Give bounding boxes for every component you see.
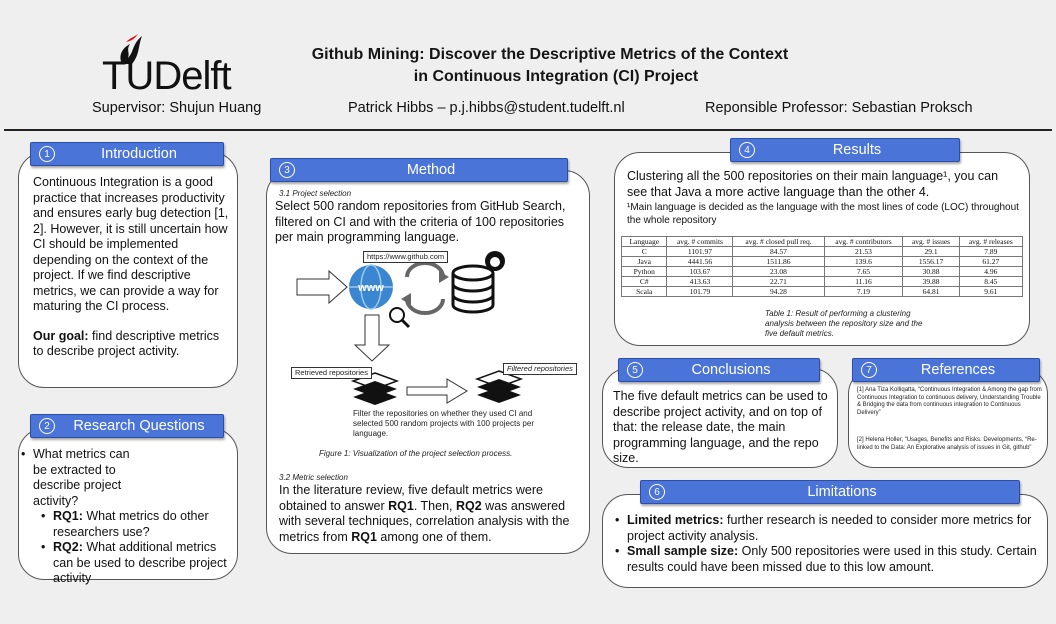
magnifier-icon xyxy=(389,307,405,323)
limitations-panel: Limited metrics: further research is nee… xyxy=(602,494,1048,588)
method-text2: In the literature review, five default m… xyxy=(279,483,570,544)
supervisor: Supervisor: Shujun Huang xyxy=(92,100,262,116)
reference-1: [1] Ana Tiza Kolliqatta, “Continuous Int… xyxy=(857,387,1042,416)
limitation-item: Small sample size: Only 500 repositories… xyxy=(615,544,1041,575)
www-label: www xyxy=(357,282,384,294)
method-sub2: 3.2 Metric selection xyxy=(279,473,348,482)
references-panel: [1] Ana Tiza Kolliqatta, “Continuous Int… xyxy=(848,368,1048,468)
introduction-body: Continuous Integration is a good practic… xyxy=(33,175,233,360)
figure-caption: Figure 1: Visualization of the project s… xyxy=(319,449,513,458)
research-questions-header: 2 Research Questions xyxy=(30,414,224,438)
sync-icon xyxy=(405,261,445,278)
conclusions-panel: The five default metrics can be used to … xyxy=(602,368,838,468)
filter-text: Filter the repositories on whether they … xyxy=(353,409,534,438)
limitations-header: 6 Limitations xyxy=(640,480,1020,504)
introduction-panel: Continuous Integration is a good practic… xyxy=(18,152,238,388)
arrow-right-2-icon xyxy=(406,378,468,404)
reference-2: [2] Helena Holler, “Usages, Benefits and… xyxy=(857,437,1037,451)
method-panel: 3.1 Project selection Select 500 random … xyxy=(266,170,590,554)
limitations-list: Limited metrics: further research is nee… xyxy=(615,513,1041,575)
goal: Our goal: find descriptive metrics to de… xyxy=(33,328,220,359)
tudelft-logo: TUDelft xyxy=(102,34,262,98)
stack-right-icon xyxy=(474,370,524,403)
poster-title: Github Mining: Discover the Descriptive … xyxy=(270,44,830,88)
selection-diagram: www xyxy=(296,251,524,405)
references-header: 7 References xyxy=(852,358,1040,382)
header-divider xyxy=(4,129,1052,131)
arrow-down-icon xyxy=(353,314,391,362)
results-footnote: ¹Main language is decided as the languag… xyxy=(627,202,1019,226)
limitation-item: Limited metrics: further research is nee… xyxy=(615,513,1041,544)
title-line-2: in Continuous Integration (CI) Project xyxy=(413,68,699,85)
rq2: RQ2: What additional metrics can be used… xyxy=(41,540,233,587)
rq1: RQ1: What metrics do other researchers u… xyxy=(41,509,233,540)
table-header-row: Language avg. # commits avg. # closed pu… xyxy=(620,236,1024,247)
database-icon xyxy=(451,264,495,314)
method-header: 3 Method xyxy=(270,158,568,182)
method-sub1: 3.1 Project selection xyxy=(279,189,352,198)
table-caption: Table 1: Result of performing a clusteri… xyxy=(765,309,923,338)
conclusions-text: The five default metrics can be used to … xyxy=(613,389,828,465)
rq-list: What metrics can be extracted to describ… xyxy=(21,447,233,587)
flame-icon xyxy=(120,34,142,64)
professor: Reponsible Professor: Sebastian Proksch xyxy=(705,100,973,116)
retrieved-box: Retrieved repositories xyxy=(291,367,372,379)
results-text: Clustering all the 500 repositories on t… xyxy=(627,169,999,199)
method-text1: Select 500 random repositories from GitH… xyxy=(275,199,566,244)
url-box: https://www.github.com xyxy=(363,251,449,263)
arrow-right-icon xyxy=(296,269,348,305)
results-table: Language avg. # commits avg. # closed pu… xyxy=(620,236,1024,297)
conclusions-header: 5 Conclusions xyxy=(618,358,820,382)
research-questions-panel: What metrics can be extracted to describ… xyxy=(18,428,238,585)
logo-text: TUDelft xyxy=(102,54,232,98)
results-panel: Clustering all the 500 repositories on t… xyxy=(614,152,1030,346)
title-line-1: Github Mining: Discover the Descriptive … xyxy=(311,46,789,63)
author: Patrick Hibbs – p.j.hibbs@student.tudelf… xyxy=(348,100,625,116)
filtered-box: Filtered repositories xyxy=(503,363,577,375)
rq-main-question: What metrics can be extracted to describ… xyxy=(33,447,130,508)
introduction-header: 1 Introduction xyxy=(30,142,224,166)
results-header: 4 Results xyxy=(730,138,960,162)
